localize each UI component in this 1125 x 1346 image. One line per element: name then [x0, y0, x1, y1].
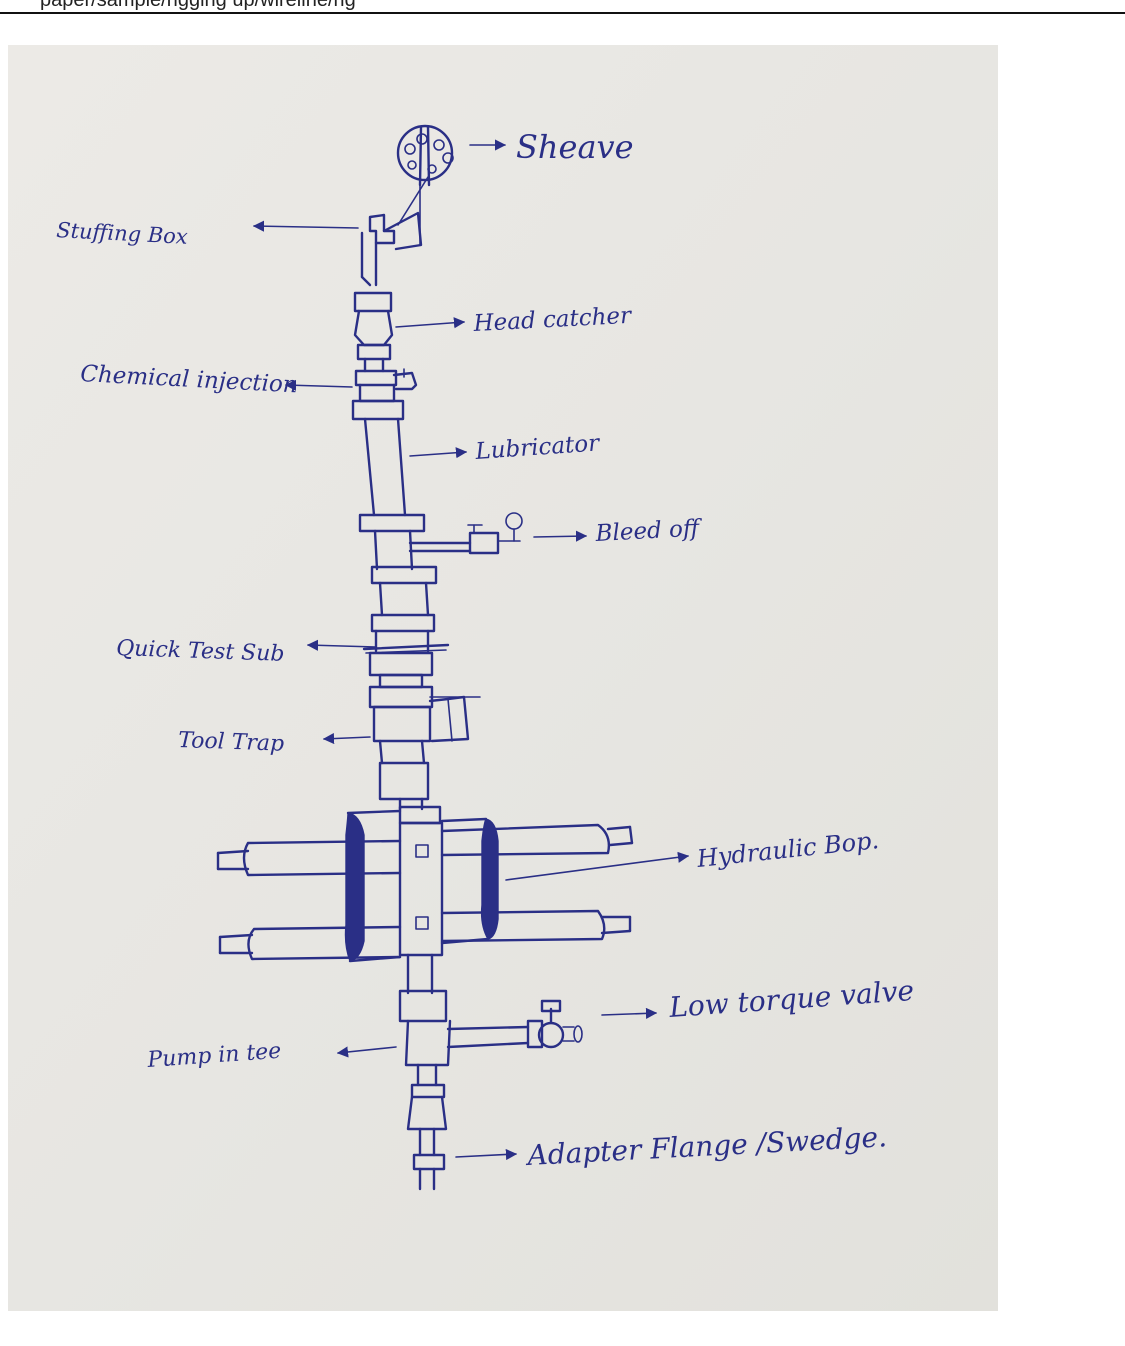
sketch-photo: Sheave Stuffing Box Head catcher Chemica… [8, 45, 998, 1311]
adapter-flange-arrow [455, 1148, 518, 1161]
label-tool-trap: Tool Trap [178, 728, 285, 757]
head-catcher-icon [353, 291, 394, 373]
pump-in-tee-arrow [336, 1046, 397, 1058]
leader-arrows [252, 139, 690, 1161]
chemical-injection-icon [351, 368, 418, 421]
label-sheave: Sheave [516, 128, 634, 166]
low-torque-valve-arrow [601, 1007, 658, 1019]
paper-background [8, 45, 998, 1311]
label-quick-test-sub: Quick Test Sub [116, 636, 285, 667]
low-torque-valve-icon [526, 999, 583, 1049]
tool-trap-icon [368, 685, 481, 811]
sheave-icon [396, 124, 454, 226]
lubricator-arrow [409, 447, 468, 459]
label-bleed-off: Bleed off [594, 515, 704, 547]
adapter-flange-icon [406, 1063, 448, 1191]
lubricator-icon [358, 417, 426, 571]
bleed-off-valve-icon [408, 512, 523, 555]
pump-in-tee-icon [398, 953, 530, 1067]
bleed-off-arrow [533, 530, 588, 542]
quick-test-sub-arrow [306, 639, 377, 651]
chemical-injection-arrow [284, 379, 353, 391]
hydraulic-bop-icon [216, 805, 634, 963]
tool-trap-arrow [322, 732, 371, 745]
document-header: paper/sample/rigging up/wireline/rig [0, 0, 1125, 14]
stuffing-box-arrow [252, 220, 359, 232]
stuffing-box-icon [360, 184, 423, 287]
head-catcher-arrow [395, 317, 466, 329]
wireline-rig-sketch: Sheave Stuffing Box Head catcher Chemica… [8, 45, 998, 1311]
quick-test-sub-icon [362, 565, 450, 689]
hydraulic-bop-arrow [505, 851, 690, 881]
header-caption: paper/sample/rigging up/wireline/rig [40, 0, 356, 11]
header-rule [0, 12, 1125, 14]
